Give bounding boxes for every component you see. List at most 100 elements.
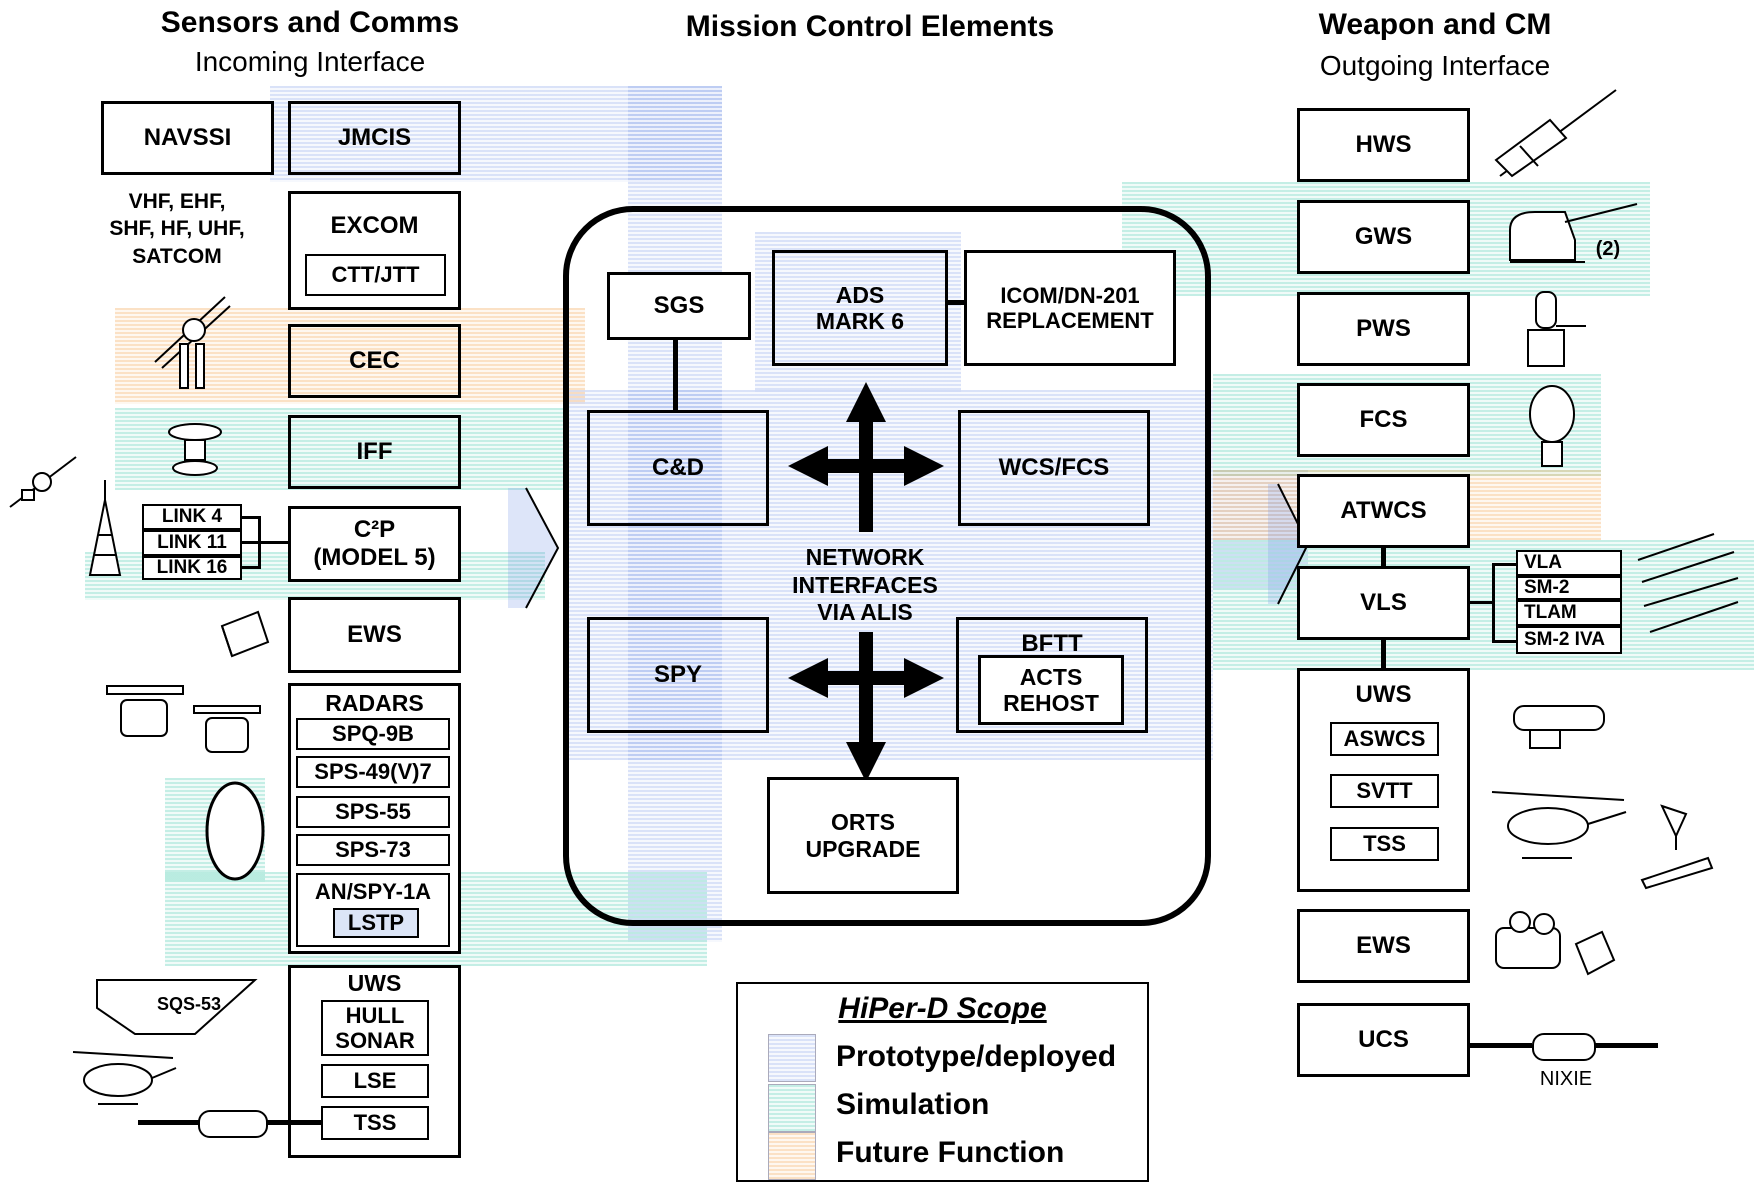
- nixie-decoy-icon: [1532, 1033, 1596, 1061]
- radar-dish-icon: [168, 423, 222, 476]
- bftt-box[interactable]: BFTT: [956, 617, 1148, 733]
- left-subtitle: Incoming Interface: [194, 46, 426, 77]
- legend-label-simulation: Simulation: [836, 1088, 990, 1121]
- hws-box[interactable]: HWS: [1297, 108, 1470, 182]
- legend-swatch-prototype: [768, 1034, 816, 1082]
- link-connector: [242, 516, 260, 519]
- atwcs-box[interactable]: ATWCS: [1297, 474, 1470, 548]
- sps55-box[interactable]: SPS-55: [296, 796, 450, 828]
- link4-box[interactable]: LINK 4: [142, 504, 242, 530]
- incoming-arrow-icon: [508, 487, 560, 609]
- ctt-jtt-box[interactable]: CTT/JTT: [305, 254, 446, 296]
- legend-swatch-simulation: [768, 1084, 816, 1132]
- sqs53-label: SQS-53: [157, 994, 221, 1014]
- link16-box[interactable]: LINK 16: [142, 556, 242, 580]
- vls-missile-connector: [1492, 563, 1516, 566]
- spq9b-box[interactable]: SPQ-9B: [296, 718, 450, 750]
- anspy-box[interactable]: AN/SPY-1A: [296, 873, 450, 947]
- vls-box[interactable]: VLS: [1297, 566, 1470, 640]
- tss-right-box[interactable]: TSS: [1330, 827, 1439, 861]
- fcs-box[interactable]: FCS: [1297, 383, 1470, 457]
- ews-right-box[interactable]: EWS: [1297, 909, 1470, 983]
- vls-missile-connector: [1492, 563, 1495, 643]
- iff-box[interactable]: IFF: [288, 415, 461, 489]
- orts-box[interactable]: ORTS UPGRADE: [767, 777, 959, 894]
- right-subtitle: Outgoing Interface: [1319, 50, 1551, 81]
- icom-box[interactable]: ICOM/DN-201 REPLACEMENT: [964, 250, 1176, 366]
- sps49-box[interactable]: SPS-49(V)7: [296, 756, 450, 788]
- radio-bands-label: VHF, EHF, SHF, HF, UHF, SATCOM: [109, 190, 245, 268]
- c2p-box[interactable]: C²P (MODEL 5): [288, 506, 461, 582]
- decoy-launcher-icon: [1495, 911, 1616, 976]
- anspy-label: AN/SPY-1A: [314, 879, 432, 904]
- vla-box[interactable]: VLA: [1516, 550, 1622, 576]
- lstp-box[interactable]: LSTP: [333, 908, 419, 938]
- ads-icom-connector: [948, 300, 966, 305]
- cd-box[interactable]: C&D: [587, 410, 769, 526]
- svtt-box[interactable]: SVTT: [1330, 774, 1439, 808]
- navssi-box[interactable]: NAVSSI: [101, 101, 274, 175]
- ads-box[interactable]: ADS MARK 6: [772, 250, 948, 366]
- left-title: Sensors and Comms: [160, 6, 460, 39]
- bftt-label: BFTT: [1021, 630, 1083, 657]
- vls-missile-connector: [1470, 601, 1494, 604]
- right-title: Weapon and CM: [1318, 8, 1552, 41]
- legend-swatch-future: [768, 1132, 816, 1180]
- c2p-label: C²P: [353, 516, 396, 544]
- phased-array-icon: [205, 781, 265, 881]
- pws-box[interactable]: PWS: [1297, 292, 1470, 366]
- antenna-tower-icon: [88, 480, 122, 576]
- nixie-cable: [1470, 1043, 1532, 1048]
- ews-antenna-icon: [220, 610, 270, 658]
- atwcs-vls-connector: [1381, 548, 1386, 566]
- sm2-box[interactable]: SM-2: [1516, 576, 1622, 600]
- radar-antenna-small-icon: [193, 705, 261, 753]
- aswcs-box[interactable]: ASWCS: [1330, 722, 1439, 756]
- radars-title: RADARS: [325, 690, 424, 716]
- c2p-model-label: (MODEL 5): [313, 544, 436, 571]
- spy-box[interactable]: SPY: [587, 617, 769, 733]
- link-connector: [242, 566, 260, 569]
- cable-line: [138, 1120, 200, 1125]
- gws-box[interactable]: GWS: [1297, 200, 1470, 274]
- legend-label-prototype: Prototype/deployed: [836, 1040, 1117, 1073]
- link11-box[interactable]: LINK 11: [142, 530, 242, 556]
- fire-control-radar-icon: [1529, 385, 1575, 467]
- network-arrows-icon: [788, 382, 944, 782]
- naval-gun-icon: [1509, 203, 1638, 263]
- sgs-box[interactable]: SGS: [607, 272, 751, 340]
- tlam-box[interactable]: TLAM: [1516, 600, 1622, 626]
- hull-sonar-box[interactable]: HULL SONAR: [321, 1000, 429, 1056]
- radar-antenna-icon: [106, 685, 184, 737]
- acts-box[interactable]: ACTS REHOST: [978, 655, 1124, 725]
- jmcis-box[interactable]: JMCIS: [288, 101, 461, 175]
- tss-left-box[interactable]: TSS: [321, 1106, 429, 1140]
- ucs-box[interactable]: UCS: [1297, 1003, 1470, 1077]
- sm2-iva-box[interactable]: SM-2 IVA: [1516, 626, 1622, 654]
- ews-left-box[interactable]: EWS: [288, 597, 461, 673]
- center-title: Mission Control Elements: [685, 10, 1055, 43]
- satellite-icon: [154, 296, 231, 389]
- nixie-cable: [1590, 1043, 1658, 1048]
- link-connector: [242, 541, 288, 544]
- ciws-icon: [1527, 291, 1586, 367]
- uws-left-title: UWS: [347, 970, 402, 996]
- uws-right-title: UWS: [1355, 681, 1412, 708]
- sgs-cd-connector: [673, 340, 678, 410]
- missile-launcher-icon: [1494, 89, 1617, 178]
- cec-box[interactable]: CEC: [288, 324, 461, 398]
- sps73-box[interactable]: SPS-73: [296, 834, 450, 866]
- wcs-fcs-box[interactable]: WCS/FCS: [958, 410, 1150, 526]
- network-interfaces-label: NETWORK INTERFACES VIA ALIS: [792, 544, 938, 626]
- missiles-icon: [1637, 533, 1739, 633]
- vls-uws-connector: [1381, 640, 1386, 668]
- mission-control-frame: [563, 206, 1211, 926]
- scope-band-column-left: [628, 86, 722, 942]
- satellite-small-icon: [9, 456, 77, 508]
- excom-label: EXCOM: [330, 212, 419, 239]
- lse-box[interactable]: LSE: [321, 1064, 429, 1098]
- parachute-torpedo-icon: [1640, 804, 1714, 890]
- scope-band-right: [1213, 470, 1308, 590]
- cable-coupler: [198, 1110, 268, 1138]
- legend-title: HiPer-D Scope: [838, 992, 1047, 1025]
